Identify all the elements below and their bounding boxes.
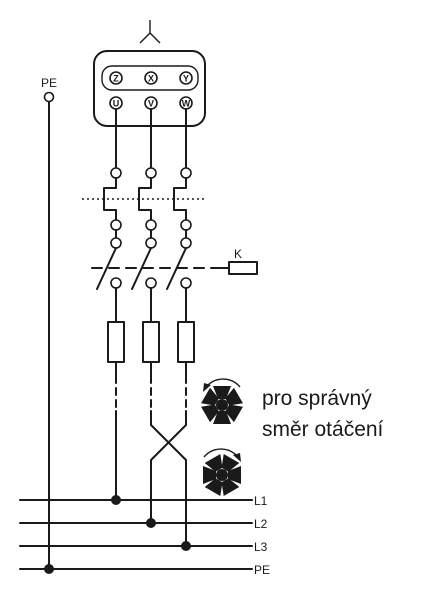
- svg-text:L3: L3: [254, 540, 268, 554]
- pe-terminal: [43, 91, 55, 103]
- fan-rotation-icon: [201, 378, 243, 424]
- terminal-z: Z: [109, 71, 123, 85]
- svg-text:U: U: [113, 99, 120, 109]
- phase-1-wiring: [96, 108, 125, 505]
- phase-2-wiring: [131, 108, 191, 551]
- svg-text:V: V: [148, 99, 154, 109]
- svg-text:Z: Z: [113, 74, 119, 84]
- contactor-label: K: [234, 247, 242, 261]
- pe-top-label: PE: [41, 76, 57, 90]
- svg-text:X: X: [148, 74, 154, 84]
- rotation-text-line1: pro správný: [262, 387, 372, 410]
- svg-text:L2: L2: [254, 517, 268, 531]
- terminal-w: W: [179, 96, 193, 110]
- motor-terminal-box: [93, 50, 206, 127]
- terminal-u: U: [109, 96, 123, 110]
- rotation-text-line2: směr otáčení: [262, 418, 384, 441]
- busbar-pe: PE: [19, 563, 270, 577]
- fan-rotation-icon: [203, 448, 241, 496]
- svg-text:W: W: [182, 99, 191, 109]
- terminal-v: V: [144, 96, 158, 110]
- svg-text:Y: Y: [183, 74, 189, 84]
- star-connection-icon: [139, 20, 161, 44]
- contactor-k: K: [91, 247, 258, 275]
- svg-text:L1: L1: [254, 494, 268, 508]
- busbar-l3: L3: [19, 540, 268, 554]
- terminal-y: Y: [179, 71, 193, 85]
- busbar-l1: L1: [19, 494, 268, 508]
- busbar-l2: L2: [19, 517, 268, 531]
- svg-text:PE: PE: [254, 563, 270, 577]
- terminal-x: X: [144, 71, 158, 85]
